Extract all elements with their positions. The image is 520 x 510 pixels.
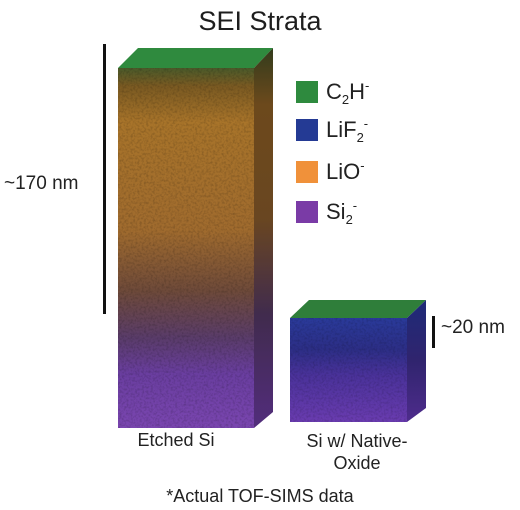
etched-si-block [118,48,273,428]
legend-label-c2h: C2H- [326,78,370,107]
lif2-swatch [296,119,318,141]
footnote: *Actual TOF-SIMS data [166,486,354,506]
native-oxide-block [290,300,426,422]
caption-native-oxide: Si w/ Native- Oxide [268,430,446,474]
scale-bar-170nm [103,44,106,314]
caption-native-oxide-line1: Si w/ Native- [306,431,408,451]
lio-swatch [296,161,318,183]
legend-label-si2: Si2- [326,198,358,227]
scale-bar-20nm [432,316,435,348]
scale-label-170nm: ~170 nm [4,173,79,194]
c2h-swatch [296,81,318,103]
caption-etched-si: Etched Si [137,430,215,450]
legend-label-lif2: LiF2- [326,116,369,145]
legend-label-lio: LiO- [326,158,365,184]
si2-swatch [296,201,318,223]
scale-label-20nm: ~20 nm [441,317,505,338]
caption-native-oxide-line2: Oxide [333,453,381,473]
figure-title: SEI Strata [198,6,322,36]
